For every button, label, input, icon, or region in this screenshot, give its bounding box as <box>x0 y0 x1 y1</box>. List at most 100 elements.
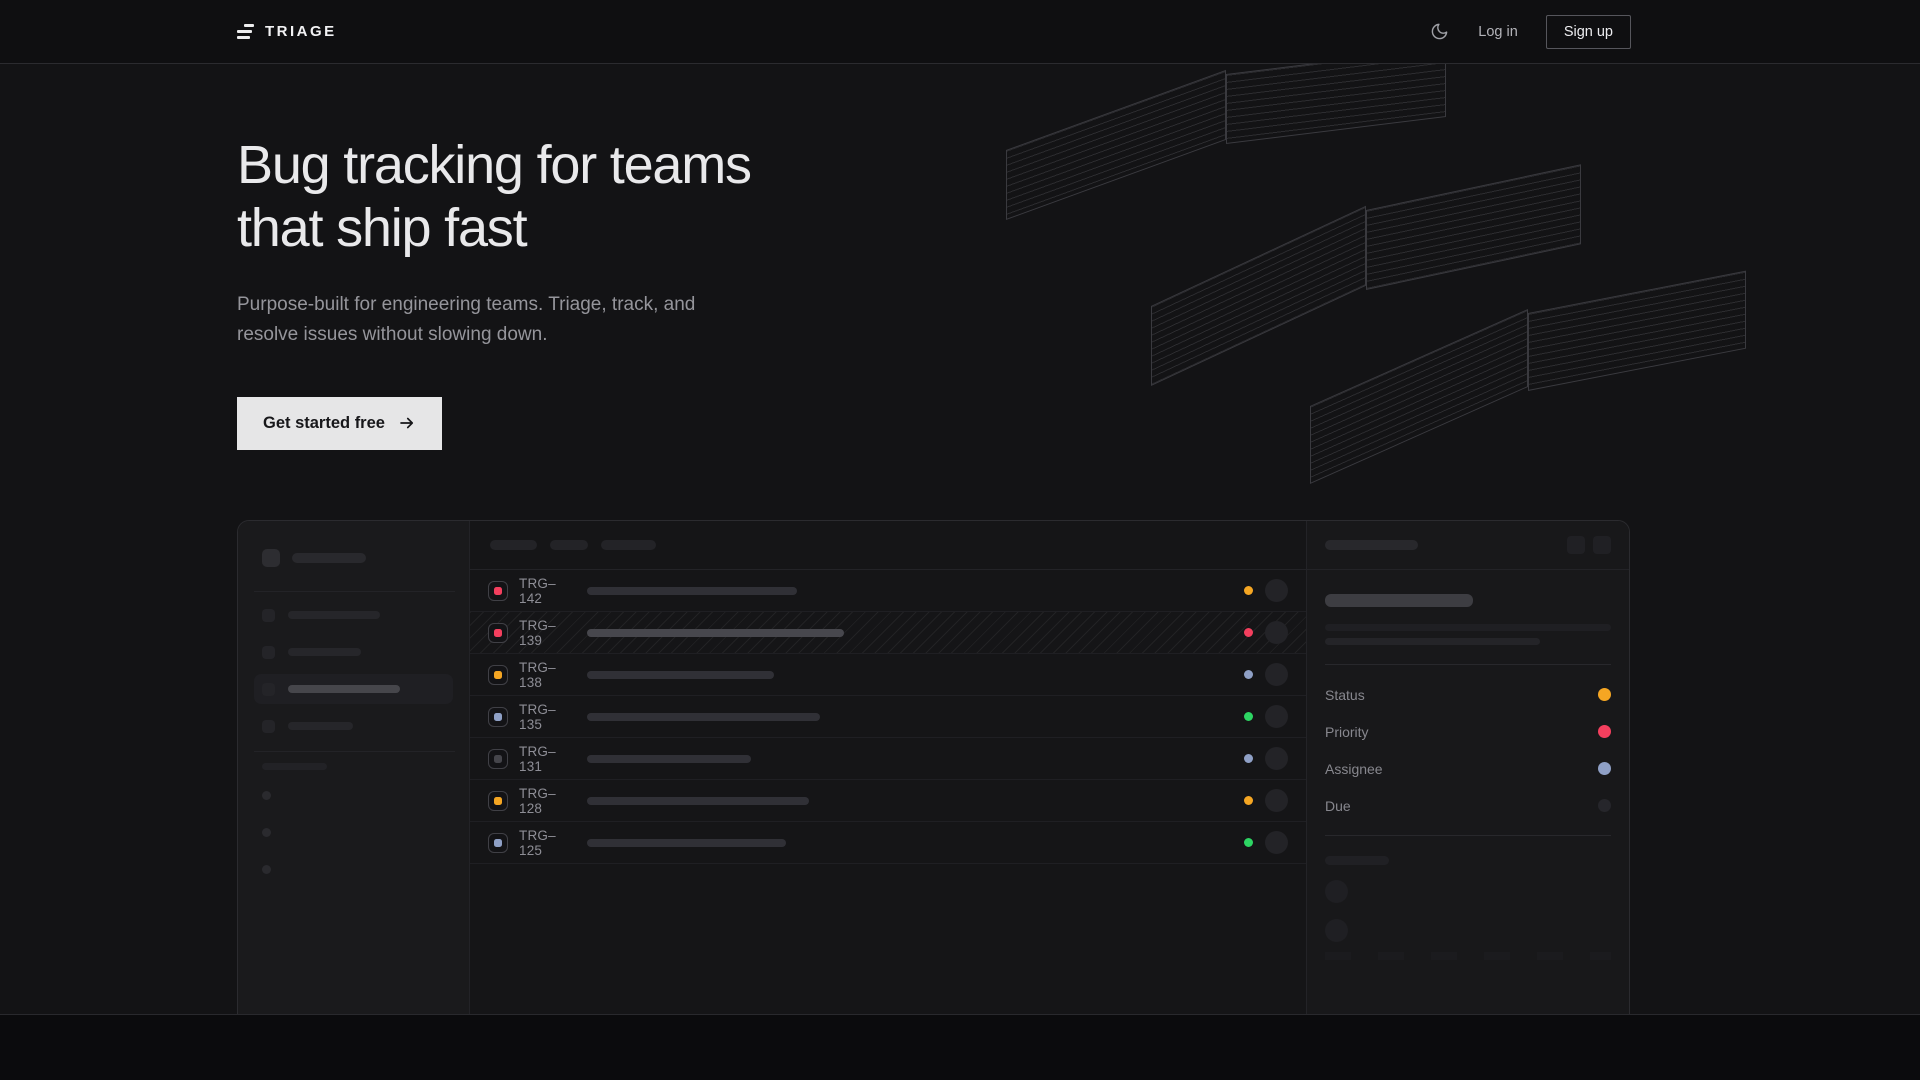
assignee-avatar <box>1265 831 1288 854</box>
issue-type-icon <box>488 790 508 811</box>
issue-row: TRG–128 <box>470 780 1306 822</box>
sidebar-item-skeleton-active <box>254 674 453 704</box>
issue-title-skeleton <box>587 628 844 637</box>
moon-icon[interactable] <box>1430 22 1450 42</box>
issue-type-icon <box>488 580 508 601</box>
status-dot <box>1244 838 1253 847</box>
sidebar-dot-skeleton <box>262 791 271 800</box>
status-dot <box>1244 796 1253 805</box>
issue-type-dot <box>494 586 502 595</box>
nav-actions: Log in Sign up <box>1430 14 1631 49</box>
field-value-dot <box>1598 688 1611 701</box>
detail-panel-header <box>1307 521 1629 570</box>
issue-title-skeleton <box>587 838 786 847</box>
dashed-skeleton <box>1325 952 1611 960</box>
issue-row: TRG–139 <box>470 612 1306 654</box>
panel-action-skeleton <box>1593 536 1611 554</box>
issue-id: TRG–138 <box>519 659 556 690</box>
panel-actions-skeleton <box>1567 536 1611 554</box>
sidebar-item-label-skeleton <box>288 648 361 656</box>
list-tab-skeleton <box>550 540 588 550</box>
signup-button[interactable]: Sign up <box>1545 14 1631 49</box>
sidebar-dot-skeleton <box>262 828 271 837</box>
sidebar-item-label-skeleton <box>288 611 380 619</box>
issue-type-icon <box>488 622 508 643</box>
sidebar-divider <box>254 591 455 592</box>
issue-row: TRG–125 <box>470 822 1306 864</box>
issue-title-skeleton <box>587 796 809 805</box>
nav-inner: TRIAGE Log in Sign up <box>237 0 1631 63</box>
issue-row: TRG–142 <box>470 570 1306 612</box>
field-label: Due <box>1325 797 1351 814</box>
panel-divider <box>1325 835 1611 836</box>
list-tab-skeleton <box>490 540 537 550</box>
issue-list-header <box>470 521 1306 570</box>
sidebar-item-icon-skeleton <box>262 645 275 659</box>
issue-list: TRG–142 TRG–139 TRG–138 TRG–135 TRG–131 <box>470 521 1306 1014</box>
brand-logo[interactable]: TRIAGE <box>237 23 337 40</box>
panel-action-skeleton <box>1567 536 1585 554</box>
triage-logo-icon <box>237 24 254 39</box>
field-label: Priority <box>1325 723 1369 740</box>
issue-id: TRG–125 <box>519 827 556 858</box>
issue-row: TRG–135 <box>470 696 1306 738</box>
app-preview-card: TRG–142 TRG–139 TRG–138 TRG–135 TRG–131 <box>237 520 1630 1014</box>
hero-content: Bug tracking for teams that ship fast Pu… <box>237 64 1920 450</box>
hero-section: Bug tracking for teams that ship fast Pu… <box>0 64 1920 1014</box>
issue-detail-panel: Status Priority Assignee Due <box>1306 521 1629 1014</box>
login-link[interactable]: Log in <box>1478 23 1518 40</box>
issue-type-dot <box>494 838 502 847</box>
workspace-switcher-skeleton <box>262 549 455 567</box>
status-dot <box>1244 628 1253 637</box>
issue-type-icon <box>488 832 508 853</box>
status-dot <box>1244 754 1253 763</box>
sidebar-item-skeleton <box>254 637 453 667</box>
issue-id: TRG–135 <box>519 701 556 732</box>
issue-type-icon <box>488 748 508 769</box>
issue-id: TRG–131 <box>519 743 556 774</box>
assignee-avatar <box>1265 747 1288 770</box>
comment-avatar-skeleton <box>1325 880 1348 903</box>
headline-line-1: Bug tracking for teams <box>237 135 752 195</box>
field-value-dot <box>1598 725 1611 738</box>
assignee-avatar <box>1265 663 1288 686</box>
issue-list-rows: TRG–142 TRG–139 TRG–138 TRG–135 TRG–131 <box>470 570 1306 864</box>
assignee-avatar <box>1265 621 1288 644</box>
workspace-avatar-skeleton <box>262 549 280 567</box>
detail-field: Assignee <box>1325 750 1611 787</box>
issue-id: TRG–128 <box>519 785 556 816</box>
sidebar-item-label-skeleton <box>288 722 353 730</box>
detail-fields: Status Priority Assignee Due <box>1325 676 1611 824</box>
issue-row: TRG–138 <box>470 654 1306 696</box>
issue-title-skeleton <box>587 754 751 763</box>
activity-label-skeleton <box>1325 856 1389 865</box>
assignee-avatar <box>1265 789 1288 812</box>
status-dot <box>1244 712 1253 721</box>
status-dot <box>1244 670 1253 679</box>
detail-field: Due <box>1325 787 1611 824</box>
status-dot <box>1244 586 1253 595</box>
workspace-name-skeleton <box>292 553 366 563</box>
detail-field: Status <box>1325 676 1611 713</box>
issue-type-dot <box>494 796 502 805</box>
get-started-label: Get started free <box>263 413 385 432</box>
description-line-skeleton <box>1325 638 1540 645</box>
field-value-dot <box>1598 762 1611 775</box>
get-started-button[interactable]: Get started free <box>237 396 442 450</box>
detail-panel-body: Status Priority Assignee Due <box>1307 570 1629 960</box>
arrow-right-icon <box>400 417 414 429</box>
issue-type-dot <box>494 754 502 763</box>
field-label: Assignee <box>1325 760 1383 777</box>
sidebar-item-icon-skeleton <box>262 608 275 622</box>
brand-name: TRIAGE <box>265 23 337 40</box>
sidebar-item-skeleton <box>254 600 453 630</box>
detail-field: Priority <box>1325 713 1611 750</box>
comment-avatar-skeleton <box>1325 919 1348 942</box>
footer-band <box>0 1014 1920 1080</box>
issue-type-icon <box>488 706 508 727</box>
issue-row: TRG–131 <box>470 738 1306 780</box>
issue-type-dot <box>494 628 502 637</box>
hero-subtitle: Purpose-built for engineering teams. Tri… <box>237 294 696 345</box>
field-value-dot <box>1598 799 1611 812</box>
top-nav: TRIAGE Log in Sign up <box>0 0 1920 64</box>
